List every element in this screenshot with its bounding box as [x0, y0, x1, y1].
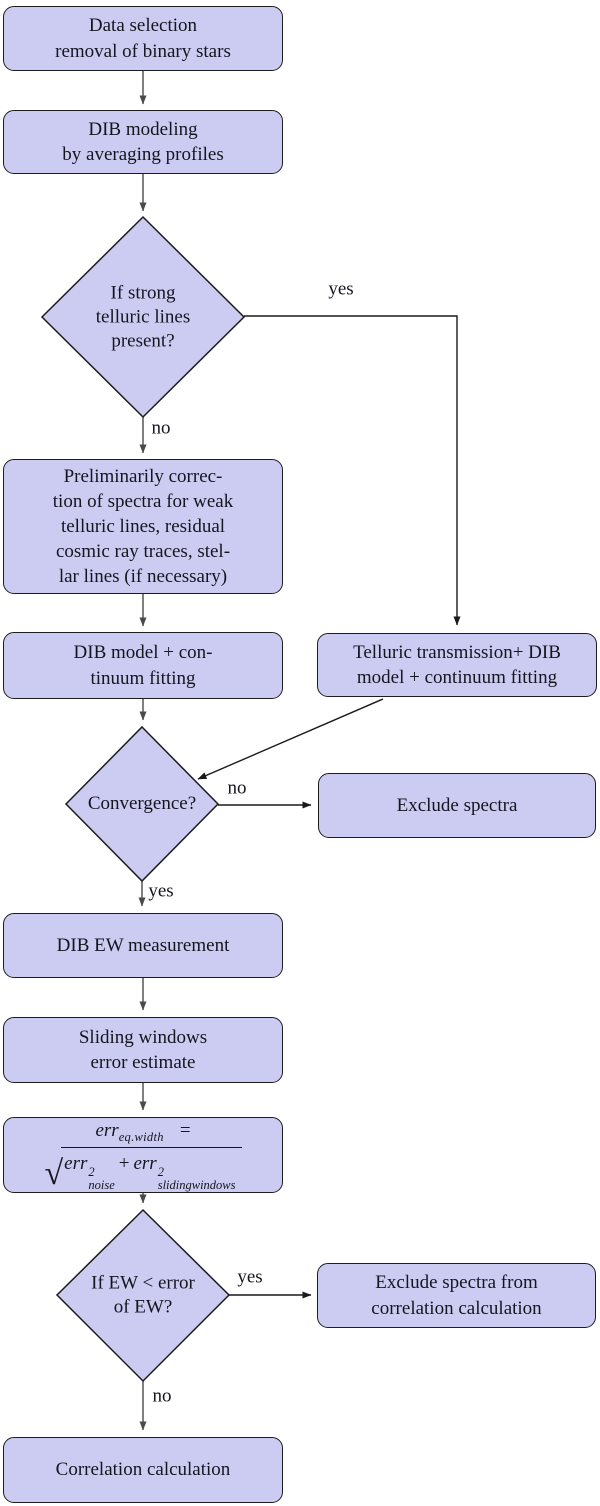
decision-telluric-lines-shape — [40, 215, 246, 419]
formula-sub-noise: noise — [88, 1177, 115, 1192]
node-correlation: Correlation calculation — [3, 1437, 283, 1503]
node-dib-ew-measurement: DIB EW measurement — [3, 913, 283, 978]
formula-sub-eqwidth: eq.width — [118, 1130, 164, 1145]
radical-sign: √ — [44, 1154, 64, 1192]
edge-label-convergence-yes: yes — [148, 880, 174, 902]
decision-ew-error-shape — [55, 1208, 231, 1383]
formula-err1: err — [95, 1120, 119, 1142]
node-data-selection: Data selection removal of binary stars — [3, 6, 283, 71]
edge-label-telluric-yes: yes — [328, 278, 354, 300]
decision-convergence-label: Convergence? — [87, 793, 197, 815]
formula-err2: err — [64, 1152, 88, 1174]
edge-telluric-yes — [244, 315, 461, 626]
edge-label-convergence-no: no — [227, 777, 247, 799]
formula-err3: err — [133, 1152, 157, 1174]
decision-telluric-lines-label: If strong telluric lines present? — [95, 282, 191, 351]
decision-ew-error-label: If EW < error of EW? — [91, 1272, 195, 1317]
decision-convergence-shape — [64, 725, 220, 883]
formula-sup2b: 2 — [157, 1164, 164, 1179]
edge-label-ew-yes: yes — [237, 1266, 263, 1288]
node-exclude-spectra: Exclude spectra — [318, 773, 596, 838]
edge-label-ew-no: no — [152, 1385, 172, 1407]
formula-sup2a: 2 — [88, 1164, 95, 1179]
node-dib-model-fit: DIB model + con- tinuum fitting — [3, 632, 283, 699]
edge-telluric-to-convergence — [197, 698, 384, 780]
formula-sub-sliding: slidingwindows — [157, 1177, 236, 1192]
formula-plus: + — [118, 1152, 130, 1174]
node-exclude-from-correlation: Exclude spectra from correlation calcula… — [317, 1263, 596, 1328]
edge-label-telluric-no: no — [151, 417, 171, 439]
node-preliminary-correction: Preliminarily correc- tion of spectra fo… — [3, 459, 283, 594]
node-dib-modeling: DIB modeling by averaging profiles — [3, 110, 283, 174]
formula-equals: = — [179, 1120, 191, 1142]
node-telluric-model-fit: Telluric transmission+ DIB model + conti… — [317, 633, 597, 697]
formula-line1: erreq.width = — [95, 1118, 190, 1146]
node-sliding-windows: Sliding windows error estimate — [3, 1017, 283, 1083]
